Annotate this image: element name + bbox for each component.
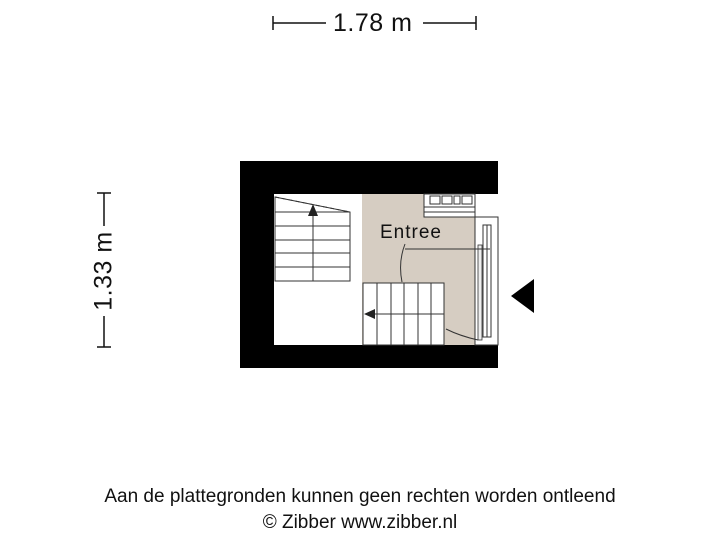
stair-up-arrow-icon: [308, 204, 318, 216]
height-dimension-label: 1.33 m: [89, 231, 118, 311]
lower-staircase: [362, 282, 445, 346]
door-leaf: [477, 244, 483, 341]
copyright-text: © Zibber www.zibber.nl: [262, 512, 458, 533]
door-swing: [445, 328, 479, 341]
upper-staircase: [274, 196, 351, 282]
disclaimer-text: Aan de plattegronden kunnen geen rechten…: [104, 486, 616, 507]
entrance-arrow-icon: [511, 279, 534, 313]
inner-door-swing: [400, 243, 406, 283]
height-dimension-line: [97, 192, 111, 348]
door-jambs: [482, 224, 492, 338]
width-dimension-label: 1.78 m: [333, 9, 413, 37]
room-label-entree: Entree: [380, 222, 442, 243]
meter-cupboard: [423, 193, 476, 218]
width-dimension-line: [272, 16, 477, 30]
stair-down-arrow-icon: [364, 309, 375, 319]
